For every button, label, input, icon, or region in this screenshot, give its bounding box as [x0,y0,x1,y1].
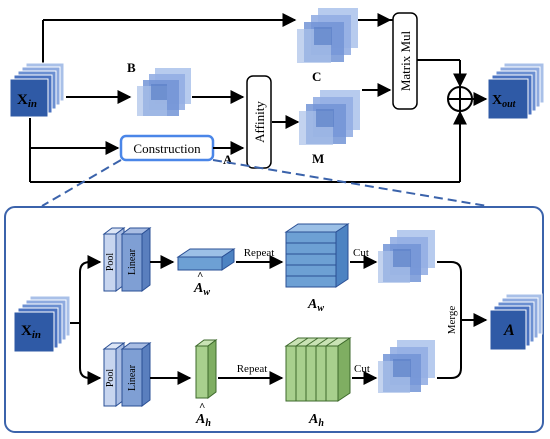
repeat-h-label: Repeat [237,363,268,375]
x-in-stack: Xin [9,62,65,118]
a-label: A [223,152,233,167]
merge-label: Merge [446,306,458,335]
svg-text:^: ^ [199,401,205,413]
construction-label: Construction [133,141,201,156]
h-pool-layer [103,348,117,407]
h-linear-label: Linear [127,364,138,391]
m-label: M [312,151,324,166]
h-output-squares [378,340,435,393]
w-linear-layer [121,233,143,292]
dashed-connector-left [41,159,122,207]
c-label: C [312,69,321,84]
w-pool-linear: Pool Linear [102,227,152,292]
b-squares [137,68,191,116]
svg-text:Xout: Xout [492,93,517,110]
detail-x-in-stack: Xin [13,295,71,353]
detail-x-in-sub: in [32,329,41,341]
plus-operator-icon [447,86,473,112]
x-out-label: X [492,93,502,108]
h-pool-linear: Pool Linear [102,342,152,407]
w-pool-label: Pool [105,253,116,272]
h-linear-layer [121,348,143,407]
svg-text:Aw: Aw [307,297,324,314]
aw-main: A [307,297,317,312]
aw-hat-sub: w [203,287,210,298]
w-linear-label: Linear [127,248,138,275]
w-output-squares [378,230,435,283]
detail-x-in-label: X [21,323,32,339]
construction-detail: Xin Pool Linear Aw ^ [13,223,543,429]
affinity-label: Affinity [252,101,267,143]
ah-hat-box [194,339,218,399]
svg-text:Aw: Aw [193,281,210,298]
a-output-stack: A [489,293,543,351]
aw-cube [284,223,350,288]
x-out-stack: Xout [487,62,545,120]
ah-main: A [308,412,318,427]
svg-text:Ah: Ah [308,412,324,429]
svg-text:Xin: Xin [21,323,41,341]
aw-sub: w [317,303,324,314]
x-in-sub: in [28,98,37,110]
ah-cube [284,337,352,402]
top-diagram: Xin B Construction A Affinity [9,8,545,183]
cut-h-label: Cut [354,363,370,375]
svg-text:Xin: Xin [17,92,37,110]
h-pool-label: Pool [105,369,116,388]
aw-hat-box [176,248,236,271]
ah-hat-main: A [195,412,205,427]
w-pool-layer [103,233,117,292]
b-label: B [127,60,136,75]
dashed-connector-right [212,159,488,207]
svg-text:^: ^ [197,270,203,282]
repeat-w-label: Repeat [244,247,275,259]
svg-text:Ah: Ah [195,412,211,429]
ah-hat-sub: h [205,418,211,429]
x-in-label: X [17,92,28,108]
branch-to-w [79,255,102,323]
matmul-label: Matrix Mul [398,30,413,91]
c-squares [297,8,358,63]
x-out-sub: out [502,99,517,110]
cut-w-label: Cut [353,247,369,259]
ah-sub: h [318,418,324,429]
branch-to-h [79,323,102,385]
aw-hat-main: A [193,281,203,296]
a-output-label: A [503,322,515,339]
m-squares [299,90,360,145]
